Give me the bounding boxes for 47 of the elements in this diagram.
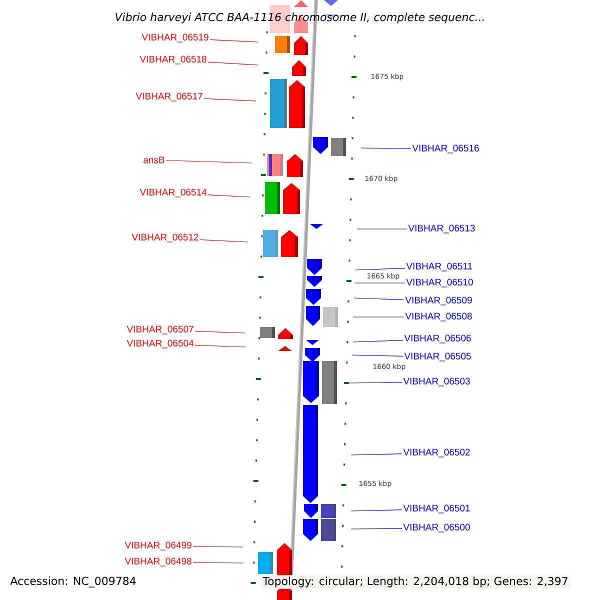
gene-label: VIBHAR_06510 bbox=[406, 278, 473, 288]
gene-label: VIBHAR_06506 bbox=[404, 334, 471, 344]
leader-line bbox=[354, 268, 406, 270]
leader-line bbox=[352, 316, 404, 318]
gene-label: VIBHAR_06512 bbox=[132, 234, 198, 242]
leader-line bbox=[192, 562, 244, 564]
gene-label: VIBHAR_06498 bbox=[124, 558, 192, 566]
leader-line bbox=[354, 298, 404, 300]
gene-label: VIBHAR_06516 bbox=[412, 144, 479, 154]
leader-line bbox=[354, 282, 406, 284]
leader-line bbox=[200, 239, 248, 242]
title: Vibrio harveyi ATCC BAA-1116 chromosome II, complete sequenc... bbox=[116, 12, 484, 24]
gene-label: VIBHAR_06507 bbox=[126, 326, 194, 334]
gene-label: VIBHAR_06508 bbox=[405, 312, 472, 322]
leader-line bbox=[350, 510, 402, 512]
leader-line bbox=[208, 62, 258, 66]
gene-label: VIBHAR_06514 bbox=[140, 188, 206, 198]
gene-label: VIBHAR_06501 bbox=[403, 504, 470, 514]
gene-label: VIBHAR_06505 bbox=[404, 352, 471, 362]
gene-label: VIBHAR_06511 bbox=[406, 262, 472, 272]
leader-line bbox=[356, 228, 408, 230]
gene-label: VIBHAR_06513 bbox=[408, 224, 475, 234]
gene-label: VIBHAR_06518 bbox=[140, 56, 206, 64]
gene-label: VIBHAR_06517 bbox=[136, 92, 202, 102]
leader-line bbox=[192, 546, 244, 548]
gene-label: ansB bbox=[144, 156, 164, 164]
info-text: Topology: circular; Length: 2,204,018 bp; Genes: 2,397 bbox=[261, 575, 570, 589]
leader-line bbox=[350, 454, 402, 456]
leader-line bbox=[208, 194, 250, 198]
leader-line bbox=[360, 148, 412, 149]
leader-line bbox=[350, 528, 402, 530]
leader-line bbox=[352, 354, 404, 356]
leader-line bbox=[204, 98, 256, 102]
gene-label: VIBHAR_06503 bbox=[403, 378, 470, 386]
leader-line bbox=[352, 340, 404, 342]
leader-line bbox=[210, 39, 258, 42]
gene-label: VIBHAR_06504 bbox=[126, 340, 194, 348]
gene-label: VIBHAR_06502 bbox=[403, 448, 470, 458]
gene-label: VIBHAR_06499 bbox=[124, 542, 192, 550]
gene-label: VIBHAR_06519 bbox=[142, 34, 208, 42]
gene-label: VIBHAR_06500 bbox=[403, 524, 470, 532]
gene-label: VIBHAR_06509 bbox=[405, 296, 472, 306]
leader-line bbox=[348, 382, 402, 384]
leader-line bbox=[166, 160, 252, 164]
leader-line bbox=[194, 344, 246, 348]
info-text: Accession: NC_009784 bbox=[10, 576, 136, 588]
leader-line bbox=[194, 330, 246, 334]
